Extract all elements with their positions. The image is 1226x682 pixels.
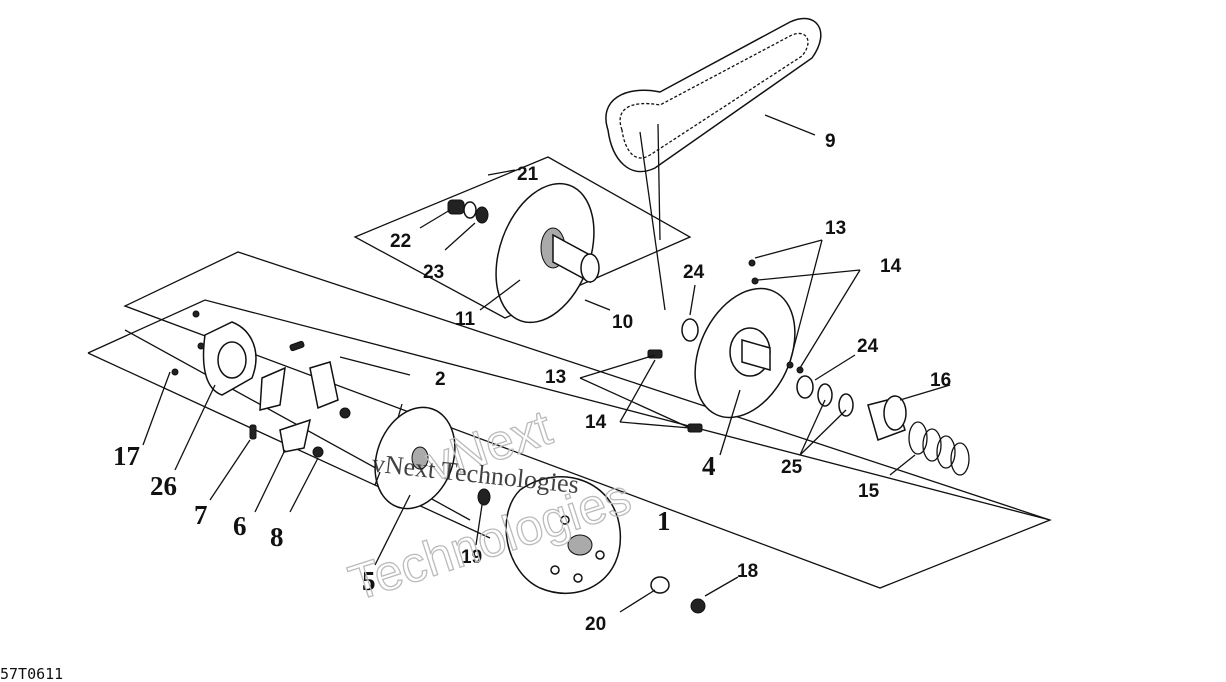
callout-13-mid: 13	[545, 367, 566, 388]
callout-2: 2	[435, 369, 446, 390]
o-ring-24-left	[681, 318, 699, 342]
callout-6: 6	[233, 511, 247, 541]
callout-18: 18	[737, 561, 758, 582]
clutch-inner-outline	[87, 299, 1051, 521]
callout-11: 11	[455, 309, 476, 330]
nut-18	[690, 598, 706, 614]
callout-20: 20	[585, 614, 606, 635]
shoe-a	[259, 366, 286, 411]
callout-16: 16	[930, 370, 951, 391]
washer-20	[650, 576, 670, 594]
callout-24-top: 24	[683, 262, 705, 283]
callout-10: 10	[612, 312, 633, 333]
callout-14-top: 14	[880, 256, 902, 277]
callout-22: 22	[390, 231, 411, 252]
bearing-19	[477, 488, 491, 506]
callout-8: 8	[270, 522, 284, 552]
callout-15: 15	[858, 481, 880, 502]
callout-1: 1	[657, 506, 671, 536]
ring-23	[475, 206, 489, 224]
shoe-b	[309, 361, 339, 410]
callout-17: 17	[113, 441, 140, 471]
drive-belt	[605, 17, 822, 311]
shoe-6	[279, 418, 312, 453]
leader-lines	[142, 114, 951, 613]
bushing-and-spring	[867, 395, 970, 476]
clutch-parts	[171, 310, 706, 614]
callout-21: 21	[517, 164, 539, 185]
callout-5: 5	[362, 566, 376, 596]
driven-pulley	[647, 259, 854, 433]
o-ring-24-right	[796, 375, 814, 399]
callout-13-top: 13	[825, 218, 846, 239]
drive-pulley-outline	[353, 156, 692, 319]
drive-pulley	[447, 182, 600, 324]
callout-14-mid: 14	[585, 412, 607, 433]
callout-9: 9	[825, 131, 836, 152]
callout-26: 26	[150, 471, 177, 501]
callout-labels: 9 21 22 23 11 10 24 13 14 24 16 13 14 2 …	[113, 131, 951, 635]
callout-19: 19	[461, 547, 482, 568]
callout-23: 23	[423, 262, 444, 283]
callout-25: 25	[781, 457, 803, 478]
clutch-drum	[505, 476, 622, 595]
callout-7: 7	[194, 500, 208, 530]
callout-4: 4	[702, 451, 716, 481]
bushing-22	[447, 199, 465, 215]
washer-21	[463, 201, 477, 219]
callout-24-right: 24	[857, 336, 879, 357]
reference-code: 57T0611	[0, 665, 63, 682]
